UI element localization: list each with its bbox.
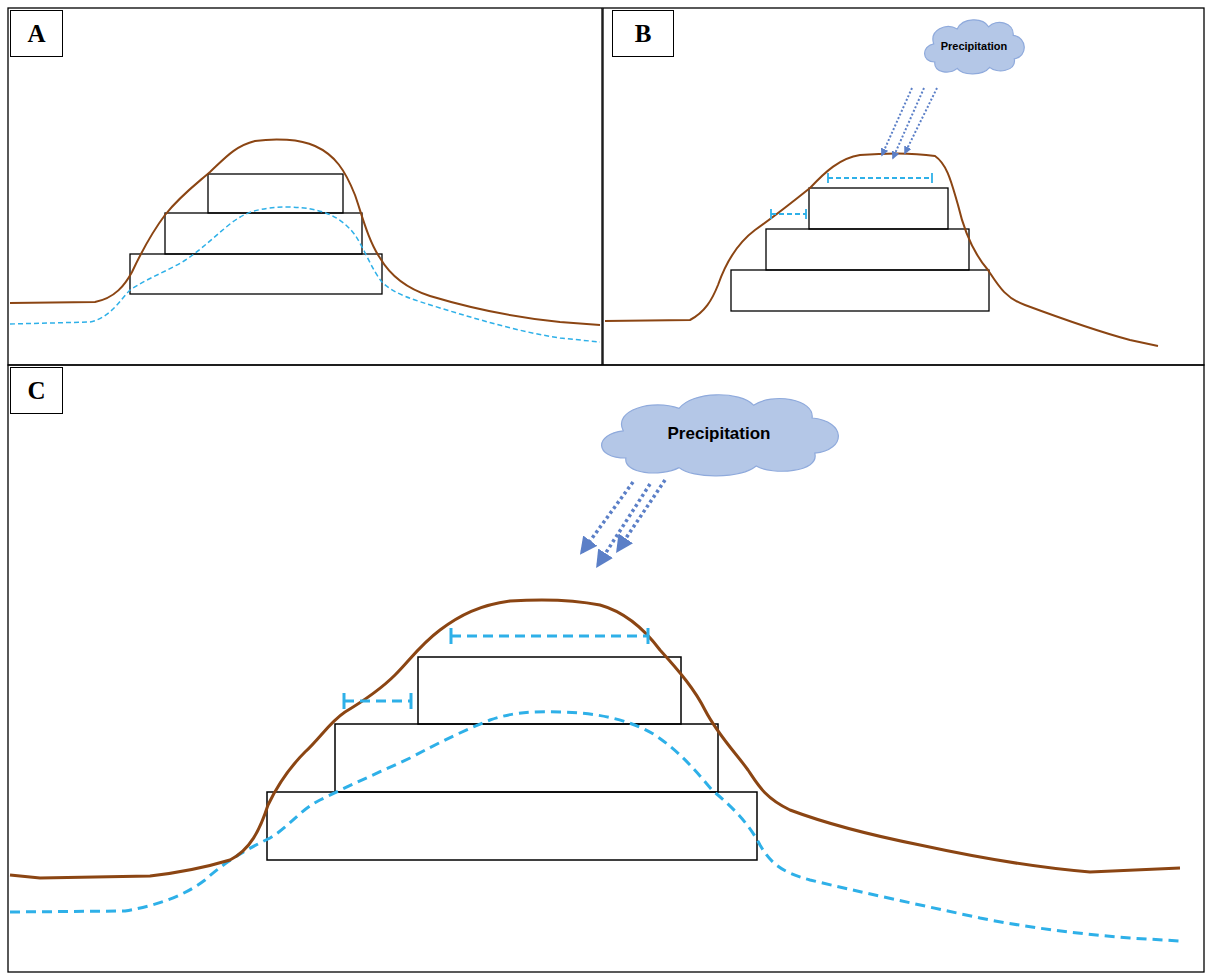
precipitation-cloud: Precipitation: [586, 386, 852, 482]
panel-a-drawing: [10, 139, 600, 342]
panel-c-drawing: [10, 480, 1180, 941]
panel-frames: [8, 8, 1204, 972]
panel-letter: A: [27, 20, 45, 48]
panel-label: C: [10, 367, 63, 414]
panel-b-drawing: [605, 88, 1158, 346]
panel-label: A: [10, 10, 63, 57]
precipitation-cloud: Precipitation: [918, 14, 1030, 78]
cloud-label: Precipitation: [668, 424, 771, 444]
panel-label: B: [612, 10, 674, 57]
cloud-label: Precipitation: [941, 40, 1008, 52]
panel-letter: C: [27, 377, 45, 405]
panel-letter: B: [635, 20, 652, 48]
